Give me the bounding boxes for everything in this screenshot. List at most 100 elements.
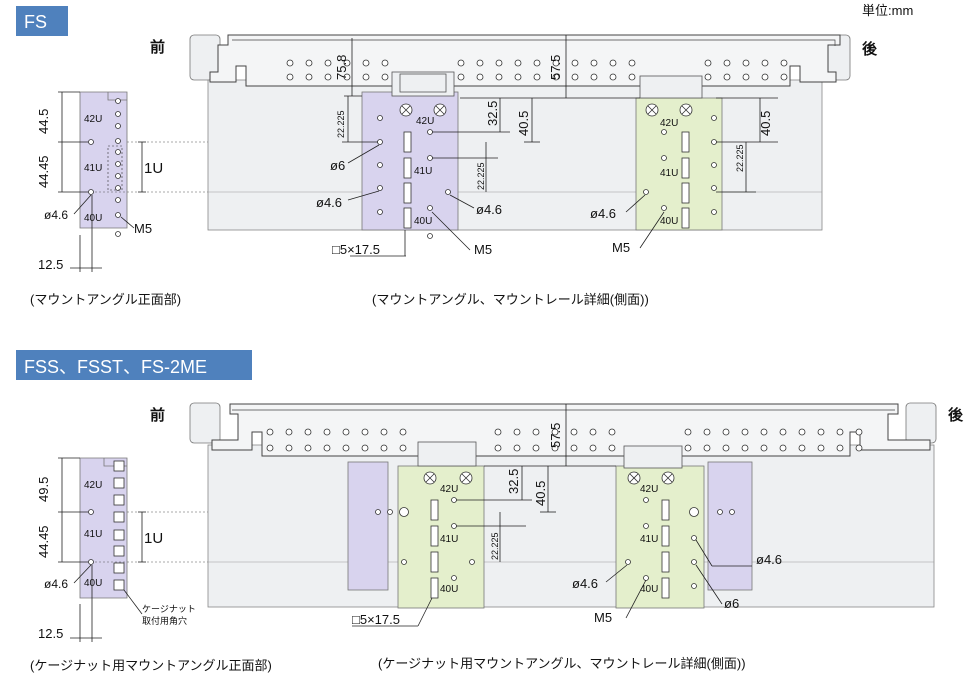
dim2-40-5: 40.5: [533, 481, 548, 506]
rail-hole: [513, 444, 521, 452]
rail-hole: [532, 428, 540, 436]
rail-hole: [589, 444, 597, 452]
dim-44-5: 44.5: [36, 109, 51, 134]
rail-hole: [742, 59, 750, 67]
rail-hole: [361, 444, 369, 452]
rail-hole: [266, 444, 274, 452]
callout2-phi6: ø6: [724, 596, 739, 611]
rail-hole: [780, 73, 788, 81]
rail-hole: [285, 444, 293, 452]
dim-22-225-a: 22.225: [336, 110, 346, 138]
callout2-sq: □5×17.5: [352, 612, 400, 627]
cage-rail-rear: 42U 41U 40U: [615, 445, 735, 609]
rail-hole: [551, 428, 559, 436]
dim2-32-5: 32.5: [506, 469, 521, 494]
rail-hole: [552, 73, 560, 81]
rail-hole: [684, 444, 692, 452]
rail-hole: [304, 428, 312, 436]
rail-hole: [723, 59, 731, 67]
cabinet-side-fss: [189, 402, 937, 608]
callout2-m5: M5: [594, 610, 612, 625]
dim-22-225-c: 22.225: [735, 144, 745, 172]
callout-m5-left: M5: [134, 221, 152, 236]
u-label-40: 40U: [84, 213, 102, 224]
rail-hole: [798, 428, 806, 436]
rail-hole: [703, 444, 711, 452]
rail-hole: [457, 59, 465, 67]
caption-front-fs: (マウントアングル正面部): [30, 292, 181, 307]
caption-side-fss: (ケージナット用マウントアングル、マウントレール詳細(側面)): [378, 656, 746, 671]
rail-hole: [266, 428, 274, 436]
rail-u41: 41U: [414, 166, 432, 177]
rail-hole: [741, 428, 749, 436]
rail-hole: [704, 59, 712, 67]
rail-hole: [343, 73, 351, 81]
badge-fs: [16, 6, 68, 36]
rail-hole: [342, 428, 350, 436]
front-label-2: 前: [150, 406, 165, 424]
cage-note-1: ケージナット: [142, 604, 196, 614]
rail-hole: [855, 428, 863, 436]
rail-hole: [779, 428, 787, 436]
dim-40-5-b: 40.5: [758, 111, 773, 136]
rail-hole: [457, 73, 465, 81]
unit-label: 単位:mm: [862, 3, 913, 18]
rail-hole: [628, 73, 636, 81]
rail-hole: [476, 59, 484, 67]
rail-hole: [324, 59, 332, 67]
dim2-49-5: 49.5: [36, 477, 51, 502]
rail-hole: [552, 59, 560, 67]
rear-label: 後: [861, 40, 878, 58]
callout2-phi4-6-b: ø4.6: [756, 552, 782, 567]
rail-hole: [590, 73, 598, 81]
rail-hole: [836, 444, 844, 452]
rail-hole: [570, 428, 578, 436]
rail-plate-right: [707, 461, 753, 591]
rail-hole: [760, 444, 768, 452]
mount-rail-front-fs: 42U 41U 40U: [361, 71, 459, 239]
rail-hole: [589, 428, 597, 436]
rail-hole: [608, 428, 616, 436]
callout2-phi4-6-a: ø4.6: [572, 576, 598, 591]
u2-label-42: 42U: [84, 480, 102, 491]
u-label-41: 41U: [84, 163, 102, 174]
dim2-12-5: 12.5: [38, 626, 63, 641]
cage-rail-u42: 42U: [440, 484, 458, 495]
rail-hole: [362, 59, 370, 67]
cage-rail-front: 42U 41U 40U: [375, 441, 485, 609]
dim-32-5: 32.5: [485, 101, 500, 126]
label2-1u: 1U: [144, 530, 163, 547]
rear-rail-u41: 41U: [660, 168, 678, 179]
rail-hole: [533, 73, 541, 81]
label-1u: 1U: [144, 160, 163, 177]
rail-hole: [362, 73, 370, 81]
rail-hole: [608, 444, 616, 452]
rail-hole: [628, 59, 636, 67]
rail-plate-left: [347, 461, 389, 591]
dim-40-5-a: 40.5: [516, 111, 531, 136]
mount-rail-rear-fs: 42U 41U 40U: [635, 75, 723, 231]
u2-label-41: 41U: [84, 529, 102, 540]
callout-phi4-6-c: ø4.6: [590, 206, 616, 221]
rail-hole: [323, 444, 331, 452]
rail-hole: [494, 444, 502, 452]
rail-hole: [836, 428, 844, 436]
rail-hole: [513, 428, 521, 436]
callout-sq-5x17-5: □5×17.5: [332, 242, 380, 257]
rail-hole: [399, 428, 407, 436]
rail-hole: [798, 444, 806, 452]
rail-hole: [742, 73, 750, 81]
rail-hole: [323, 428, 331, 436]
caption-side-fs: (マウントアングル、マウントレール詳細(側面)): [372, 292, 649, 307]
callout-phi4-6-left: ø4.6: [44, 208, 68, 222]
rail-hole: [704, 73, 712, 81]
badge-fs-text: FS: [24, 12, 47, 32]
rail-hole: [495, 73, 503, 81]
front-mount-angle: 42U 41U 40U: [79, 91, 128, 237]
rail-hole: [380, 428, 388, 436]
rail-hole: [495, 59, 503, 67]
rail-hole: [305, 73, 313, 81]
rail-hole: [533, 59, 541, 67]
rail-hole: [514, 59, 522, 67]
caption-front-fss: (ケージナット用マウントアングル正面部): [30, 658, 272, 673]
